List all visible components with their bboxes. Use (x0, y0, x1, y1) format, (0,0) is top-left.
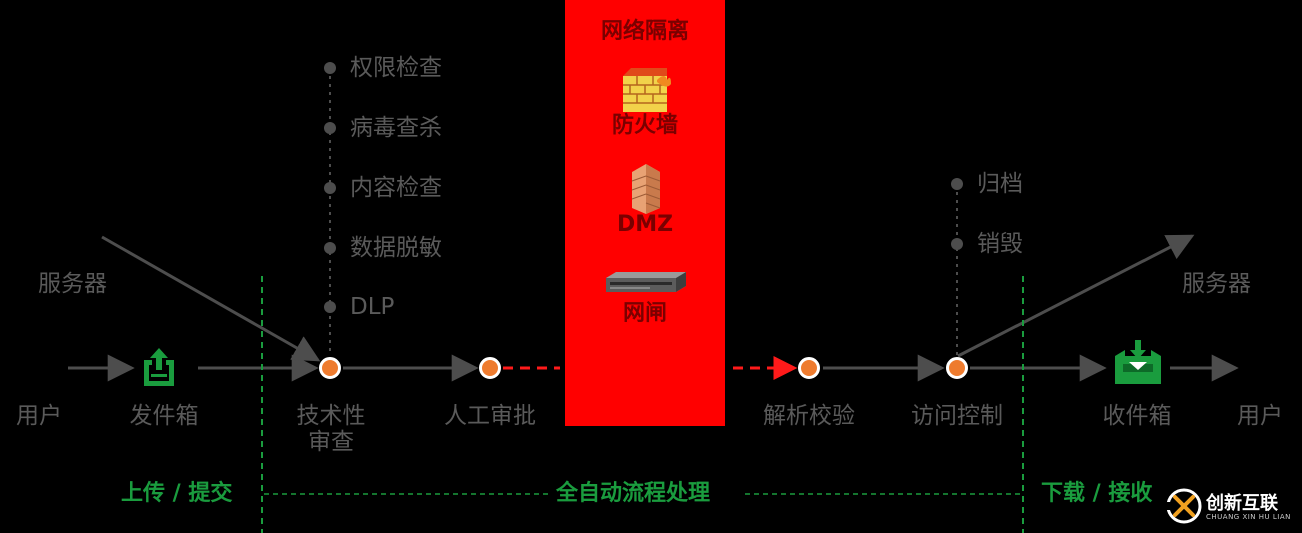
archive-dot (951, 238, 963, 250)
node-parse-verify (798, 357, 820, 379)
check-dot (324, 301, 336, 313)
flow-server-out (957, 234, 1195, 358)
phase-download-label: 下载 / 接收 (1041, 481, 1153, 507)
flow-server-in (101, 235, 321, 362)
user-left-label: 用户 (16, 403, 62, 429)
node-manual-approval (479, 357, 501, 379)
check-dot (324, 62, 336, 74)
tech-review-label: 技术性 审查 (296, 403, 366, 455)
phase-auto-label: 全自动流程处理 (556, 481, 711, 507)
node-tech-review (319, 357, 341, 379)
logo-name: 创新互联 (1206, 493, 1278, 514)
isolation-title: 网络隔离 (600, 19, 690, 44)
archive-dot (951, 178, 963, 190)
check-desensitize: 数据脱敏 (350, 235, 442, 261)
inbox-download-icon (1115, 340, 1161, 384)
manual-approval-label: 人工审批 (444, 403, 536, 429)
check-dot (324, 122, 336, 134)
check-dot (324, 242, 336, 254)
logo-mark-icon (1166, 488, 1202, 524)
parse-verify-label: 解析校验 (763, 403, 855, 429)
archive-label: 归档 (977, 171, 1023, 197)
check-antivirus: 病毒查杀 (350, 115, 442, 141)
check-dlp: DLP (350, 294, 395, 320)
brick-wall-icon (631, 164, 661, 214)
brand-logo: 创新互联 CHUANG XIN HU LIAN (1166, 486, 1296, 526)
destroy-label: 销毁 (977, 231, 1023, 257)
check-content: 内容检查 (350, 175, 442, 201)
check-permission: 权限检查 (350, 55, 442, 81)
gateway-label: 网闸 (622, 301, 668, 326)
logo-subtitle: CHUANG XIN HU LIAN (1206, 513, 1291, 521)
node-access-control (946, 357, 968, 379)
server-rack-icon (606, 272, 686, 292)
inbox-label: 收件箱 (1102, 403, 1172, 429)
user-right-label: 用户 (1237, 403, 1283, 429)
server-right-label: 服务器 (1182, 271, 1251, 297)
check-dot (324, 182, 336, 194)
access-control-label: 访问控制 (911, 403, 1003, 429)
server-left-label: 服务器 (38, 271, 107, 297)
brick-firewall-icon (623, 68, 671, 112)
phase-upload-label: 上传 / 提交 (121, 481, 233, 507)
firewall-label: 防火墙 (611, 113, 679, 138)
outbox-label: 发件箱 (129, 403, 199, 429)
outbox-upload-icon (144, 348, 174, 386)
dmz-label: DMZ (616, 212, 674, 237)
